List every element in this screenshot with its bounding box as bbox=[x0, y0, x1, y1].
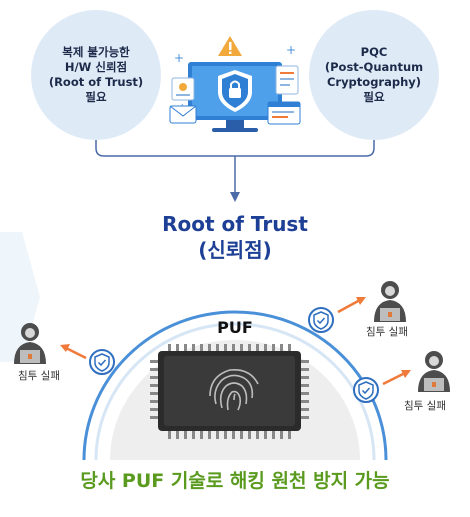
pqc-bubble: PQC (Post-Quantum Cryptography) 필요 bbox=[309, 10, 439, 140]
pqc-text: PQC (Post-Quantum Cryptography) 필요 bbox=[324, 45, 424, 104]
blocked-attack-arrow-left bbox=[65, 346, 87, 360]
fail-label-right-top: 침투 실패 bbox=[366, 326, 408, 338]
shield-icon-right-bottom bbox=[353, 377, 379, 403]
bubble-connector bbox=[95, 130, 375, 202]
hacker-icon-left bbox=[14, 323, 46, 364]
blocked-attack-arrow-right-bottom bbox=[382, 371, 406, 386]
shield-icon-left bbox=[89, 349, 115, 375]
hw-root-of-trust-text: 복제 불가능한 H/W 신뢰점 (Root of Trust) 필요 bbox=[48, 45, 144, 104]
fail-label-left: 침투 실패 bbox=[18, 370, 60, 382]
hacker-icon-right-bottom bbox=[418, 351, 450, 392]
hacker-icon-right-top bbox=[374, 281, 406, 322]
puf-protection-diagram bbox=[60, 297, 411, 460]
shield-icon-right-top bbox=[308, 307, 334, 333]
svg-text:+: + bbox=[174, 51, 184, 65]
bottom-caption: 당사 PUF 기술로 해킹 원천 방지 가능 bbox=[80, 470, 390, 492]
root-of-trust-subtitle: (신뢰점) bbox=[198, 238, 272, 262]
fail-label-right-bottom: 침투 실패 bbox=[404, 400, 446, 412]
puf-chip-icon bbox=[150, 344, 309, 439]
blocked-attack-arrow-right-top bbox=[337, 298, 361, 314]
warning-icon bbox=[218, 36, 242, 56]
security-monitor-illustration: + + + bbox=[169, 36, 301, 132]
root-of-trust-title: Root of Trust bbox=[162, 212, 308, 236]
puf-label: PUF bbox=[217, 318, 253, 337]
fingerprint-icon bbox=[209, 368, 259, 411]
svg-text:+: + bbox=[286, 43, 296, 57]
hw-root-of-trust-bubble: 복제 불가능한 H/W 신뢰점 (Root of Trust) 필요 bbox=[31, 10, 161, 140]
